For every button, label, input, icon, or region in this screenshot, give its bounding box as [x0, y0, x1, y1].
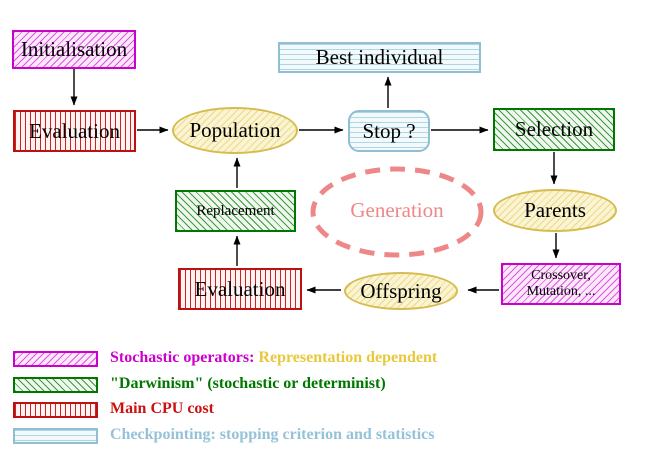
legend-darwinism: "Darwinism" (stochastic or determinist) — [110, 375, 386, 392]
legend-row-stochastic: Stochastic operators: Representation dep… — [0, 349, 670, 369]
node-stop: Stop ? — [348, 110, 430, 152]
node-crossover-mutation: Crossover, Mutation, ... — [501, 263, 621, 305]
node-population: Population — [172, 107, 298, 154]
legend-row-cpu-cost: Main CPU cost — [0, 400, 670, 420]
legend-text-stochastic: Stochastic operators: Representation dep… — [110, 349, 437, 367]
generation-dashed-ellipse — [310, 166, 484, 258]
node-parents: Parents — [493, 189, 617, 232]
legend-row-darwinism: "Darwinism" (stochastic or determinist) — [0, 375, 670, 395]
legend-swatch-green-hatch — [13, 377, 98, 393]
legend-swatch-cyan-stripes — [13, 428, 98, 444]
legend-checkpointing: Checkpointing: stopping criterion and st… — [110, 426, 435, 443]
node-replacement: Replacement — [175, 190, 296, 232]
node-evaluation-bottom: Evaluation — [178, 268, 302, 310]
node-evaluation-top: Evaluation — [13, 110, 136, 152]
node-initialisation: Initialisation — [12, 30, 136, 69]
crossover-line1: Crossover, — [531, 267, 591, 283]
legend-swatch-red-stripes — [13, 402, 98, 418]
node-selection: Selection — [493, 108, 615, 151]
node-offspring: Offspring — [344, 272, 458, 310]
crossover-line2: Mutation, ... — [526, 284, 596, 299]
legend-representation-dependent: Representation dependent — [258, 349, 438, 366]
node-best-individual: Best individual — [278, 42, 481, 73]
legend-row-checkpointing: Checkpointing: stopping criterion and st… — [0, 426, 670, 446]
legend-main-cpu-cost: Main CPU cost — [110, 400, 214, 417]
generation-label: Generation — [350, 198, 444, 222]
legend-swatch-magenta-hatch — [13, 351, 98, 367]
legend-stochastic-operators: Stochastic operators: — [110, 349, 255, 366]
